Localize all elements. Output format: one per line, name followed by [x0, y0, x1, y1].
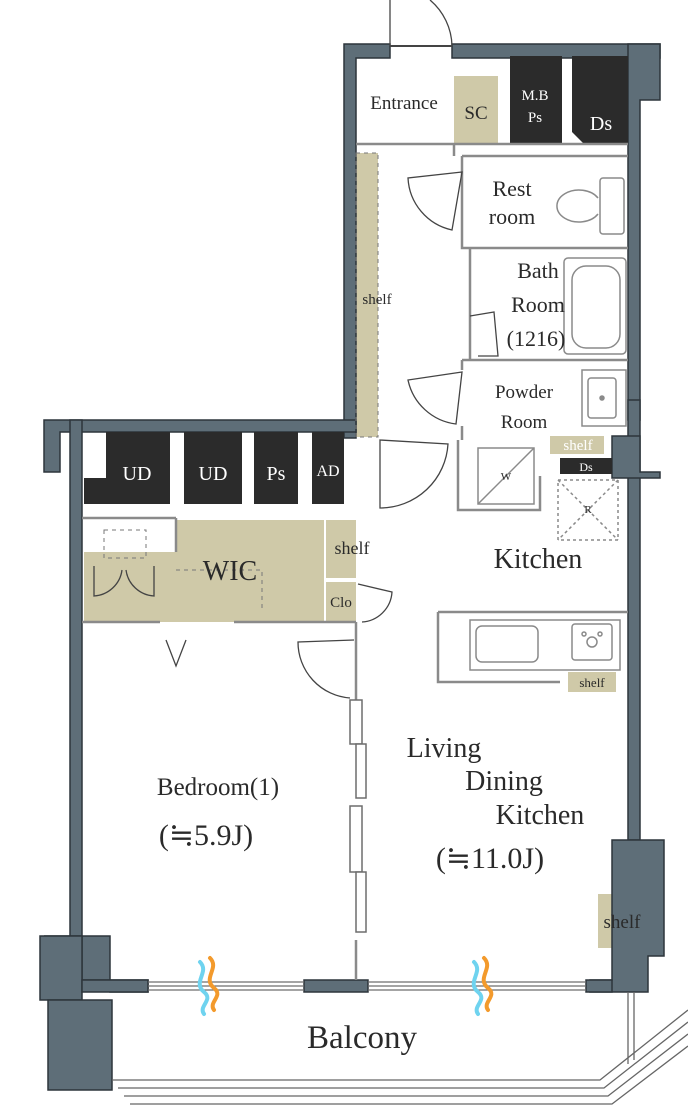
- label-ud-2: UD: [199, 463, 228, 485]
- toilet-fixture: [556, 177, 625, 235]
- clo-cabinet: [326, 582, 356, 622]
- powder-shelf: [550, 436, 604, 454]
- label-sc: SC: [464, 103, 487, 124]
- kitchen-shelf: [568, 672, 616, 692]
- label-entrance: Entrance: [370, 93, 438, 114]
- label-restroom-1: Rest: [492, 176, 531, 201]
- washer-pan: [477, 447, 535, 505]
- bathtub-fixture: [563, 257, 627, 355]
- label-fridge: R: [584, 504, 592, 516]
- heat-icon: [197, 960, 210, 1016]
- ud-unit-1: [84, 432, 170, 504]
- label-powder-ds: Ds: [579, 460, 593, 474]
- label-bedroom-size: (≒5.9J): [159, 819, 253, 852]
- label-ldk-shelf: shelf: [604, 912, 642, 933]
- label-ds-top: Ds: [590, 113, 612, 135]
- label-ud-1: UD: [123, 463, 152, 485]
- ud-unit-2: [184, 432, 242, 504]
- label-mb-ps: Ps: [528, 110, 542, 126]
- label-wic-shelf: shelf: [335, 538, 370, 558]
- utility-units: [84, 56, 628, 504]
- ad-unit: [312, 432, 344, 504]
- label-ldk-kitchen: Kitchen: [496, 800, 585, 831]
- ps-unit: [254, 432, 298, 504]
- label-ldk-size: (≒11.0J): [436, 842, 544, 875]
- label-bath-3: (1216): [507, 326, 566, 351]
- heat-indicators: [197, 956, 494, 1016]
- label-clo: Clo: [330, 595, 352, 611]
- fixtures: [469, 177, 627, 671]
- label-ldk-living: Living: [407, 733, 482, 764]
- label-bath-2: Room: [511, 292, 565, 317]
- ds-unit-powder: [560, 458, 612, 474]
- label-wic: WIC: [203, 556, 257, 587]
- heat-icon: [207, 956, 220, 1012]
- label-powder-shelf: shelf: [563, 438, 592, 454]
- label-hall-shelf: shelf: [362, 292, 391, 308]
- label-kitchen-shelf: shelf: [579, 675, 605, 690]
- hall-shelf: [356, 153, 378, 437]
- label-kitchen: Kitchen: [494, 544, 583, 575]
- label-bedroom-name: Bedroom(1): [157, 774, 279, 801]
- label-ad: AD: [316, 463, 339, 480]
- label-mb: M.B: [521, 88, 548, 104]
- wic-area: [84, 520, 324, 622]
- heat-icon: [481, 956, 494, 1012]
- label-bath-1: Bath: [517, 258, 559, 283]
- mb-ps-unit: [510, 56, 562, 144]
- label-restroom-2: room: [489, 204, 535, 229]
- label-powder-2: Room: [501, 412, 548, 433]
- kitchen-counter: [469, 619, 621, 671]
- label-ps: Ps: [267, 463, 286, 485]
- balcony-railing: [112, 992, 688, 1105]
- label-powder-1: Powder: [495, 382, 554, 403]
- label-ldk-dining: Dining: [465, 766, 543, 797]
- sc-cabinet: [454, 76, 498, 144]
- dashed-guides: [103, 152, 379, 610]
- door-swings: [93, 0, 499, 699]
- vanity-sink: [581, 369, 627, 427]
- interior-walls: [82, 142, 628, 980]
- wic-shelf: [326, 520, 356, 578]
- label-washer: W: [501, 471, 512, 483]
- fridge-space: [557, 479, 619, 541]
- label-balcony: Balcony: [307, 1020, 417, 1056]
- sliding-doors: [349, 699, 367, 933]
- heat-icon: [471, 960, 484, 1016]
- ds-unit-top: [572, 56, 628, 144]
